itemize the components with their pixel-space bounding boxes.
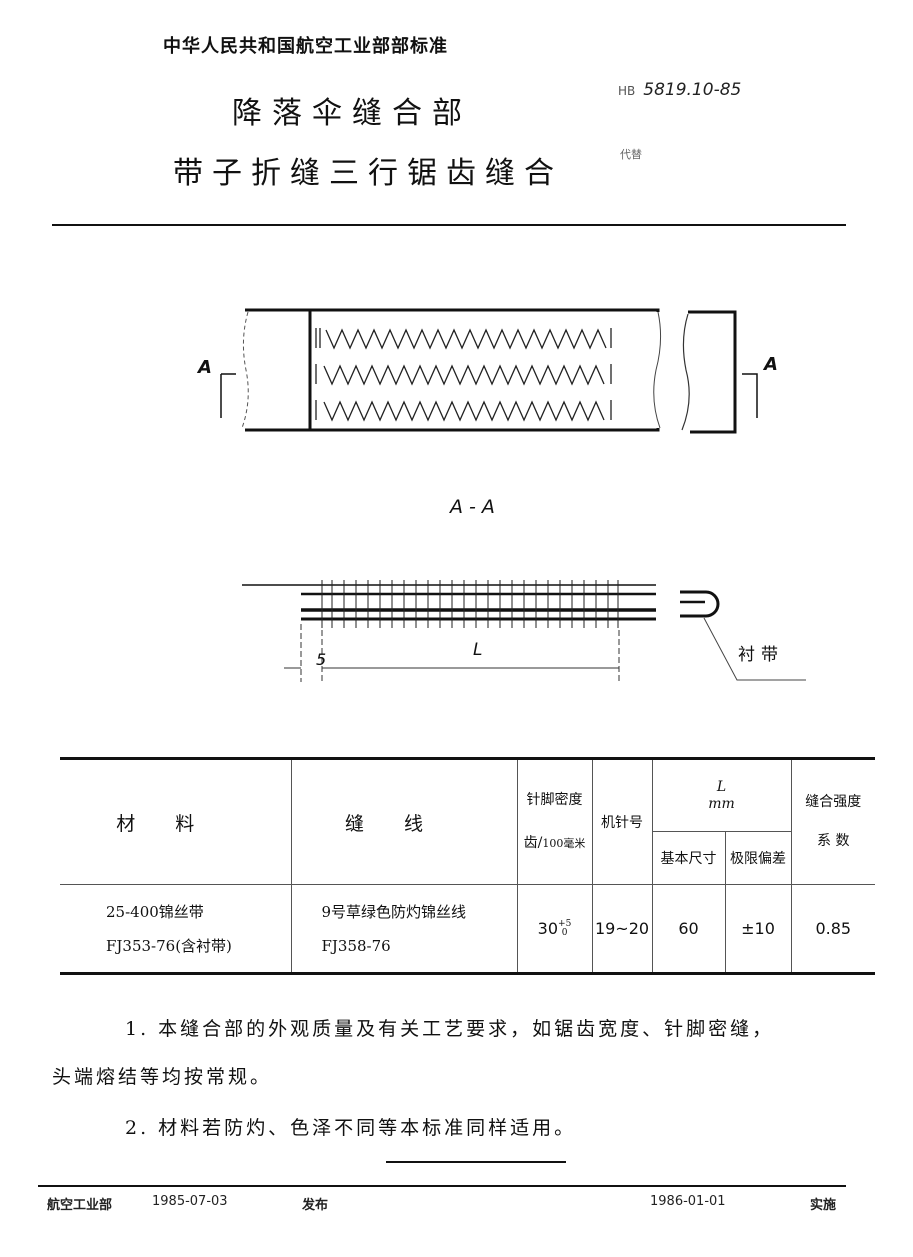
end-of-text-rule xyxy=(386,1161,566,1163)
lining-label: 衬带 xyxy=(738,645,784,665)
dimension-offset: 5 xyxy=(316,650,327,669)
cross-section-drawing xyxy=(242,580,806,682)
cell-strength-coefficient: 0.85 xyxy=(790,884,875,974)
cell-thread: 9号草绿色防灼锦丝线 FJ358-76 xyxy=(290,884,518,974)
footer-divider xyxy=(38,1185,846,1187)
header-basic-size: 基本尺寸 xyxy=(652,831,726,885)
cell-material: 25-400锦丝带 FJ353-76(含衬带) xyxy=(60,884,292,974)
cell-needle-no: 19~20 xyxy=(591,884,653,974)
standard-code: 5819.10-85 xyxy=(643,80,742,100)
section-mark-right: A xyxy=(764,354,778,375)
standard-number: HB 5819.10-85 xyxy=(618,80,741,100)
header-L: L mm xyxy=(651,758,792,832)
header-stitch-density: 针脚密度 齿/100毫米 xyxy=(516,758,593,885)
header-material: 材料 xyxy=(60,758,292,885)
stitch-top-view-drawing xyxy=(220,308,758,434)
section-label: A - A xyxy=(450,496,495,518)
footer-issue-date: 1985-07-03 xyxy=(152,1194,228,1209)
note-2: 2. 材料若防灼、色泽不同等本标准同样适用。 xyxy=(125,1117,577,1139)
footer-effective-label: 实施 xyxy=(810,1198,837,1213)
density-unit: 齿/100毫米 xyxy=(523,835,586,851)
replaces-label: 代替 xyxy=(620,148,642,161)
specification-table: 材料 缝线 针脚密度 齿/100毫米 机针号 L mm 缝合强度 系 数 基本尺… xyxy=(60,757,875,975)
footer-issuer: 航空工业部 xyxy=(47,1198,113,1213)
table-row: 25-400锦丝带 FJ353-76(含衬带) 9号草绿色防灼锦丝线 FJ358… xyxy=(60,884,875,974)
header-limit-deviation: 极限偏差 xyxy=(724,831,791,885)
cell-limit-deviation: ±10 xyxy=(724,884,792,974)
note-1-line-1: 1. 本缝合部的外观质量及有关工艺要求，如锯齿宽度、针脚密缝， xyxy=(125,1018,775,1040)
footer-effective-date: 1986-01-01 xyxy=(650,1194,726,1209)
standard-prefix: HB xyxy=(618,84,636,98)
document-title-line2: 带子折缝三行锯齿缝合 xyxy=(173,156,563,191)
footer-issue-label: 发布 xyxy=(302,1198,329,1213)
header-thread: 缝线 xyxy=(290,758,518,885)
note-1-line-2: 头端熔结等均按常规。 xyxy=(52,1066,273,1088)
section-mark-left: A xyxy=(198,357,212,378)
cell-basic-size: 60 xyxy=(651,884,726,974)
header-divider xyxy=(52,224,846,226)
document-title-line1: 降落伞缝合部 xyxy=(232,96,472,131)
header-needle-no: 机针号 xyxy=(591,758,653,885)
dimension-length: L xyxy=(473,640,483,660)
header-strength-coefficient: 缝合强度 系 数 xyxy=(790,758,875,885)
issuing-organization: 中华人民共和国航空工业部部标准 xyxy=(163,36,448,57)
